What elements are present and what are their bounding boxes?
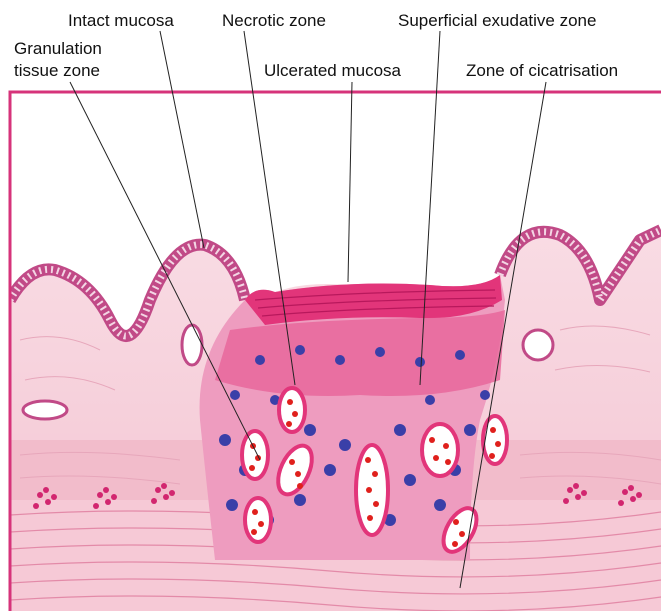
ulcer-histology-illustration (0, 0, 661, 611)
